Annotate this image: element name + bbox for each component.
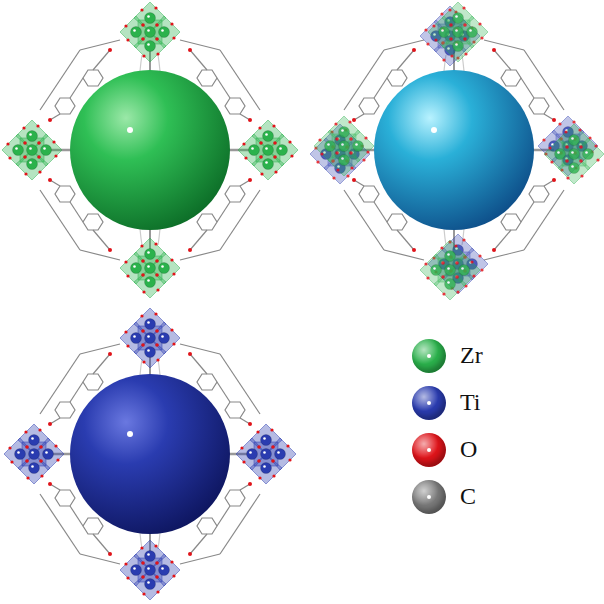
legend-label: Ti <box>460 389 480 416</box>
legend-label: C <box>460 483 476 510</box>
legend-label: O <box>460 436 477 463</box>
legend-item: Ti <box>412 379 592 426</box>
legend-item: Zr <box>412 332 592 379</box>
legend-label: Zr <box>460 342 483 369</box>
legend-swatch <box>412 386 446 420</box>
legend-item: O <box>412 426 592 473</box>
legend-swatch <box>412 433 446 467</box>
legend-swatch <box>412 480 446 514</box>
legend: ZrTiOC <box>412 332 592 520</box>
legend-item: C <box>412 473 592 520</box>
legend-swatch <box>412 339 446 373</box>
